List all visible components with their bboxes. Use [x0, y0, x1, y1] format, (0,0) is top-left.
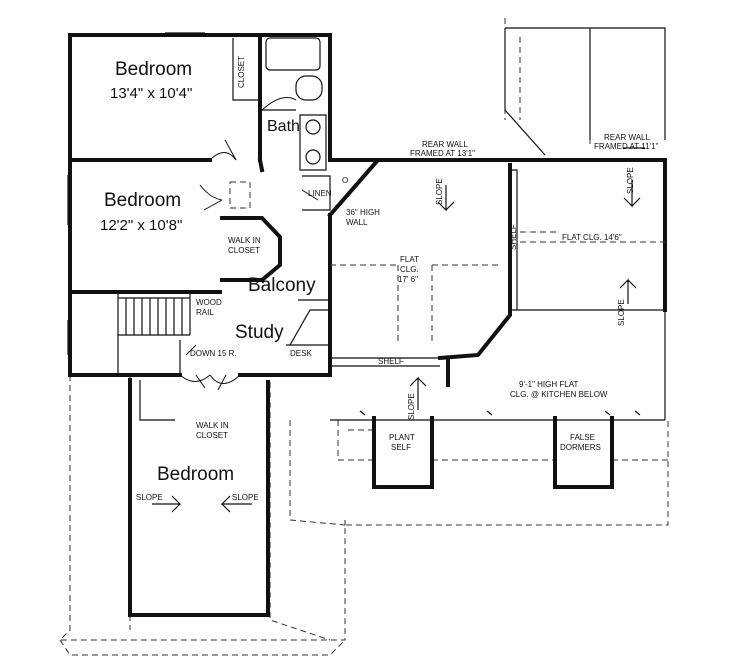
plant-self-line1: PLANT [389, 433, 415, 442]
slope-arrow-6 [220, 495, 252, 513]
study-label: Study [235, 322, 284, 343]
wood-rail-line1: WOOD [196, 298, 222, 307]
bedroom-1-name: Bedroom [115, 59, 192, 80]
slope-label-1: SLOPE [435, 178, 444, 205]
flat-ceiling-line2: CLG. [400, 265, 419, 274]
plant-self-line2: SELF [391, 443, 411, 452]
slope-label-4: SLOPE [407, 393, 416, 420]
rear-wall-2-line2: FRAMED AT 11'1" [594, 142, 659, 151]
closet-label: CLOSET [237, 56, 246, 88]
bath-label: Bath [267, 118, 300, 135]
false-dormers-line2: DORMERS [560, 443, 601, 452]
doors [179, 97, 319, 391]
slope-arrow-1 [437, 185, 455, 212]
rear-wall-2-line1: REAR WALL [604, 133, 650, 142]
flat-ceiling-line3: 17' 6" [398, 275, 418, 284]
balcony-label: Balcony [248, 275, 316, 296]
labels: Bedroom 13'4" x 10'4" Bedroom 12'2" x 10… [100, 56, 659, 502]
high-wall-line2: WALL [346, 218, 368, 227]
slope-label-2: SLOPE [626, 167, 635, 194]
walk-in-closet-1-line1: WALK IN [228, 236, 261, 245]
bedroom-2-name: Bedroom [104, 190, 181, 211]
walk-in-closet-2-line1: WALK IN [196, 421, 229, 430]
slope-arrow-5 [152, 495, 182, 513]
roof-outline [58, 18, 669, 656]
slope-arrows [152, 147, 645, 513]
flat-ceiling-right: FLAT CLG. 14'6" [562, 233, 622, 242]
bedroom-2-dimensions: 12'2" x 10'8" [100, 217, 182, 234]
kitchen-ceiling-line2: CLG. @ KITCHEN BELOW [510, 390, 608, 399]
walk-in-closet-2-line2: CLOSET [196, 431, 228, 440]
bedroom-1-dimensions: 13'4" x 10'4" [110, 85, 192, 102]
slope-arrow-4 [409, 376, 427, 410]
shelf-horizontal-label: SHELF [378, 357, 404, 366]
slope-label-6: SLOPE [232, 493, 259, 502]
walls [68, 33, 667, 617]
slope-arrow-3 [619, 278, 637, 304]
rear-wall-1-line1: REAR WALL [422, 140, 468, 149]
walk-in-closet-1-line2: CLOSET [228, 246, 260, 255]
desk-label: DESK [290, 349, 312, 358]
false-dormers-line1: FALSE [570, 433, 595, 442]
bedroom-3-name: Bedroom [157, 464, 234, 485]
interior-lines [67, 27, 666, 488]
stairs-down-label: DOWN 15 R. [190, 349, 237, 358]
wood-rail-line2: RAIL [196, 308, 214, 317]
slope-label-3: SLOPE [617, 299, 626, 326]
flat-ceiling-line1: FLAT [400, 255, 419, 264]
tick-marks [359, 410, 641, 416]
high-wall-line1: 36" HIGH [346, 208, 380, 217]
linen-label: LINEN [308, 189, 332, 198]
slope-label-5: SLOPE [136, 493, 163, 502]
rear-wall-1-line2: FRAMED AT 13'1" [410, 149, 475, 158]
slope-arrow-2 [623, 180, 641, 208]
kitchen-ceiling-line1: 9'-1" HIGH FLAT [519, 380, 578, 389]
linen-mark: O [342, 176, 348, 185]
shelf-vertical-label: SHELF [509, 224, 518, 250]
